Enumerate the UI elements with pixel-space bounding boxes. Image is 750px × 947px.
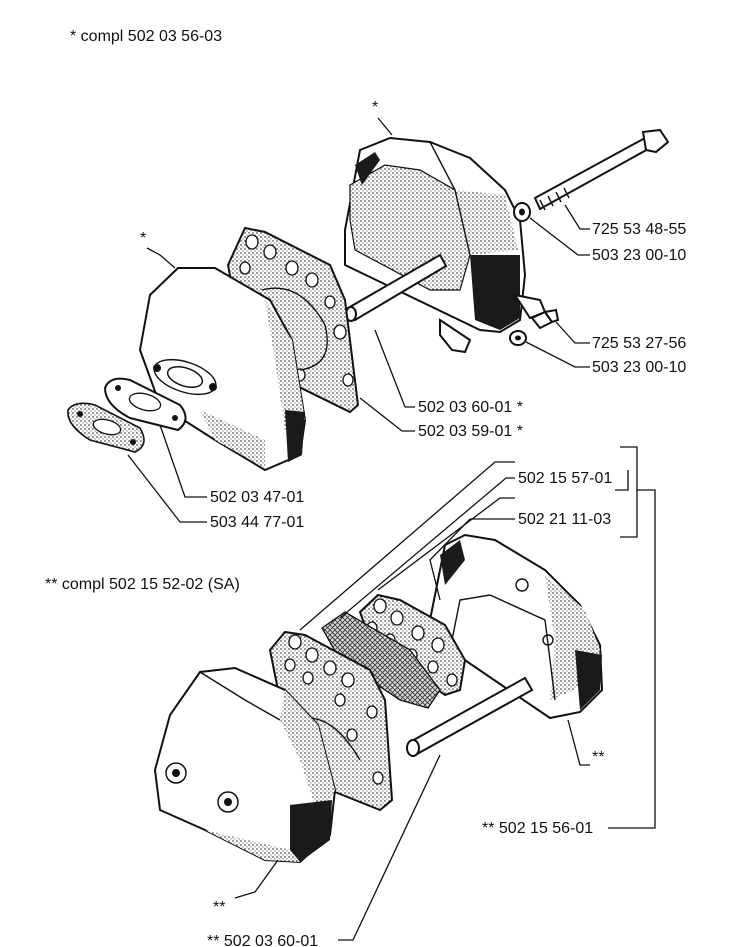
gasket-bottom xyxy=(268,630,394,812)
leader-screen-b xyxy=(339,477,515,619)
label-washer-bottom: 503 23 00-10 xyxy=(592,359,686,376)
gasket-small xyxy=(103,377,187,432)
leader-marker-front-top xyxy=(146,247,176,269)
leader-gasket-top xyxy=(359,397,415,432)
bracket-outer xyxy=(608,489,656,829)
leader-marker-housing-top xyxy=(377,117,393,136)
label-screen: 502 15 57-01 xyxy=(518,470,612,487)
spacer-tube-bottom xyxy=(406,676,534,757)
washer-bottom-hole xyxy=(515,335,521,341)
leader-screw xyxy=(555,321,590,344)
assembly-2-title: ** compl 502 15 52-02 (SA) xyxy=(45,576,240,593)
bracket-inner xyxy=(620,446,638,538)
small-screw xyxy=(530,308,560,330)
spacer-tube-top xyxy=(345,253,448,322)
label-gasket-top: 502 03 59-01 * xyxy=(418,423,523,440)
leader-washer-bottom xyxy=(525,341,590,368)
marker-front-top: * xyxy=(140,230,146,247)
label-housing-sa: ** 502 15 56-01 xyxy=(482,820,593,837)
gasket-outer xyxy=(67,402,145,453)
leader-screen-a xyxy=(299,461,515,631)
leader-spacer-top xyxy=(374,329,415,408)
label-gasket-small: 502 03 47-01 xyxy=(210,489,304,506)
leader-washer-top xyxy=(529,217,590,256)
label-bolt: 725 53 48-55 xyxy=(592,221,686,238)
assembly-1-title: * compl 502 03 56-03 xyxy=(70,28,222,45)
label-plate: 502 21 11-03 xyxy=(518,511,611,528)
rear-muffler-housing-top xyxy=(344,136,547,354)
long-bolt xyxy=(533,128,670,211)
marker-housing-bottom: ** xyxy=(592,749,604,766)
front-muffler-housing-top xyxy=(138,267,307,472)
label-screw: 725 53 27-56 xyxy=(592,335,686,352)
label-washer-top: 503 23 00-10 xyxy=(592,247,686,264)
leader-marker-front-bottom xyxy=(234,859,279,899)
marker-housing-top: * xyxy=(372,99,378,116)
leader-plate-a xyxy=(377,497,515,591)
leader-screen-bracket xyxy=(615,470,629,491)
leader-gasket-outer xyxy=(127,454,207,523)
leader-spacer-bottom xyxy=(338,754,441,941)
label-spacer-bottom: ** 502 03 60-01 xyxy=(207,933,318,947)
rear-muffler-housing-bottom xyxy=(428,533,604,720)
label-gasket-outer: 503 44 77-01 xyxy=(210,514,304,531)
washer-top-hole xyxy=(519,208,525,216)
label-spacer-top: 502 03 60-01 * xyxy=(418,399,523,416)
leader-gasket-small xyxy=(159,424,207,498)
leader-plate-b xyxy=(429,518,515,601)
front-muffler-housing-bottom xyxy=(153,666,337,864)
leader-bolt xyxy=(564,204,590,230)
leader-marker-housing-bottom xyxy=(567,719,590,766)
marker-front-bottom: ** xyxy=(213,899,225,916)
